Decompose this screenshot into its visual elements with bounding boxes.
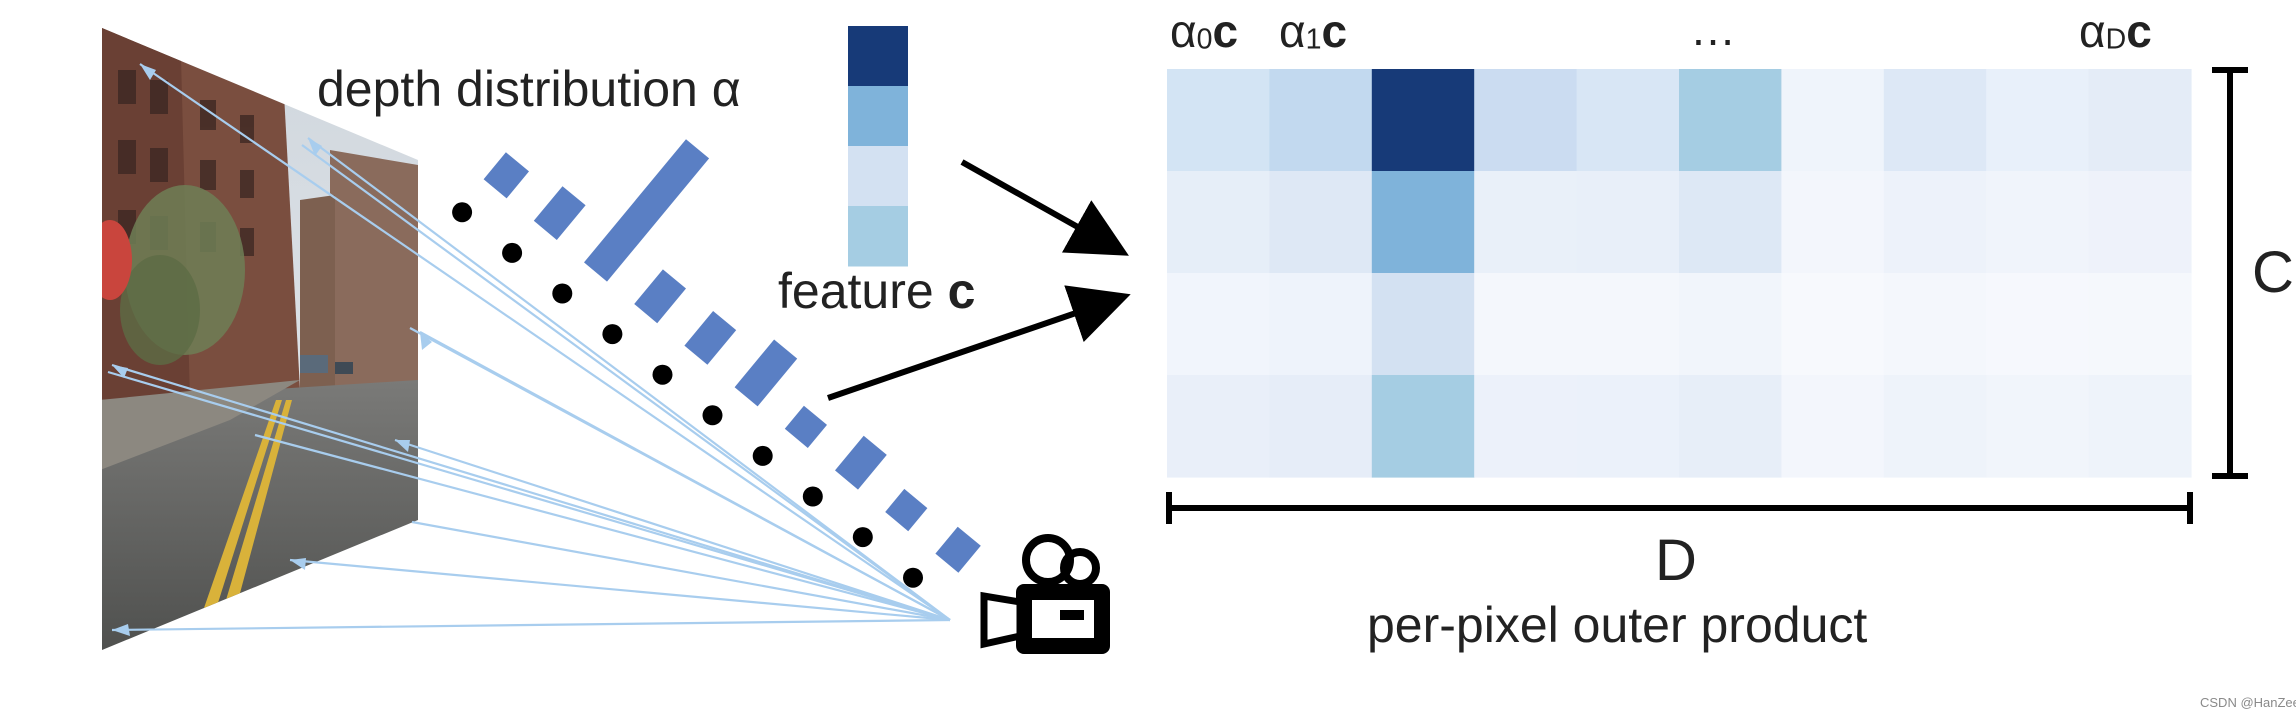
- grid-cell: [1986, 375, 2090, 478]
- depth-bar: [835, 435, 887, 490]
- grid-cell: [1986, 69, 2090, 172]
- depth-sample-dot: [502, 242, 523, 263]
- arrow-depth-to-product: [960, 159, 1129, 256]
- alpha-d-subscript: D: [2105, 23, 2127, 56]
- feature-vector-cell: [848, 206, 908, 267]
- depth-sample-dot: [802, 486, 823, 507]
- grid-cell: [1781, 69, 1885, 172]
- grid-cell: [1474, 375, 1578, 478]
- c-dimension-bracket: [2212, 67, 2248, 479]
- depth-sample-dot: [702, 405, 723, 426]
- grid-cell: [1371, 273, 1475, 376]
- grid-cell: [1679, 375, 1782, 478]
- arrow-feature-to-product: [827, 285, 1131, 401]
- grid-cell: [1474, 171, 1578, 274]
- grid-cell: [2088, 171, 2192, 274]
- grid-cell: [1883, 273, 1987, 376]
- grid-cell: [2088, 69, 2192, 172]
- depth-bar: [533, 186, 586, 240]
- grid-cell: [1986, 273, 2090, 376]
- depth-bar: [483, 152, 529, 199]
- alpha-d-c-label: αDc: [2079, 8, 2152, 54]
- ray-arrowheads: [112, 64, 432, 636]
- alpha-0-c: c: [1212, 5, 1239, 57]
- grid-cell: [1883, 69, 1987, 172]
- grid-cell: [1883, 375, 1987, 478]
- feature-vector-cell: [848, 26, 908, 87]
- depth-distribution-bars: [483, 139, 981, 573]
- d-dimension-bracket: [1166, 492, 2193, 524]
- alpha-1-subscript: 1: [1305, 23, 1322, 56]
- grid-cell: [1269, 273, 1373, 376]
- grid-cell: [2088, 375, 2192, 478]
- grid-cell: [1371, 69, 1475, 172]
- outer-product-label: per-pixel outer product: [1367, 597, 1868, 653]
- depth-sample-dot: [452, 202, 473, 223]
- grid-cell: [1167, 69, 1270, 172]
- depth-bar: [634, 269, 686, 324]
- outer-product-grid: [1167, 69, 2192, 478]
- grid-cell: [1883, 171, 1987, 274]
- c-axis-label: C: [2252, 240, 2294, 305]
- watermark: CSDN @HanZee: [2200, 695, 2296, 710]
- grid-cell: [1269, 171, 1373, 274]
- alpha-d-c: c: [2126, 5, 2152, 57]
- video-camera-icon: [980, 534, 1110, 654]
- feature-vector-cell: [848, 146, 908, 207]
- alpha-0-c-label: α0c: [1170, 8, 1238, 54]
- feature-vector: [848, 26, 908, 267]
- grid-cell: [1781, 171, 1885, 274]
- grid-cell: [1474, 69, 1578, 172]
- grid-cell: [1371, 171, 1475, 274]
- grid-cell: [1679, 171, 1782, 274]
- feature-label-text: feature: [778, 263, 948, 319]
- grid-cell: [1167, 171, 1270, 274]
- grid-cell: [1781, 375, 1885, 478]
- grid-cell: [1269, 375, 1373, 478]
- depth-sample-dot: [903, 567, 923, 588]
- grid-cell: [1576, 171, 1680, 274]
- ellipsis-label: …: [1690, 3, 1736, 55]
- depth-bar: [684, 311, 737, 365]
- alpha-1-c-label: α1c: [1279, 8, 1347, 54]
- alpha-1-c: c: [1321, 5, 1348, 57]
- camera-rays: [107, 63, 951, 632]
- grid-cell: [1679, 273, 1782, 376]
- depth-sample-dot: [552, 283, 573, 304]
- alpha-0-symbol: α: [1170, 5, 1197, 57]
- grid-cell: [1679, 69, 1782, 172]
- depth-sample-dot: [602, 324, 623, 345]
- grid-cell: [1474, 273, 1578, 376]
- alpha-0-subscript: 0: [1196, 23, 1213, 56]
- depth-sample-points: [452, 202, 923, 588]
- feature-symbol: c: [947, 263, 976, 319]
- grid-cell: [1371, 375, 1475, 478]
- depth-bar: [734, 339, 798, 407]
- grid-cell: [1986, 171, 2090, 274]
- grid-cell: [1167, 273, 1270, 376]
- alpha-d-symbol: α: [2079, 5, 2106, 57]
- depth-bar: [885, 488, 928, 532]
- grid-cell: [1576, 69, 1680, 172]
- alpha-1-symbol: α: [1279, 5, 1306, 57]
- feature-label: feature c: [778, 266, 975, 316]
- depth-sample-dot: [752, 445, 773, 466]
- depth-bar: [784, 405, 827, 448]
- d-axis-label: D: [1655, 528, 1697, 593]
- grid-cell: [1781, 273, 1885, 376]
- grid-cell: [1576, 273, 1680, 376]
- grid-cell: [1167, 375, 1270, 478]
- depth-sample-dot: [852, 527, 873, 548]
- depth-distribution-label: depth distribution α: [317, 61, 741, 117]
- grid-cell: [1269, 69, 1373, 172]
- grid-cell: [2088, 273, 2192, 376]
- depth-bar: [584, 139, 710, 282]
- grid-cell: [1576, 375, 1680, 478]
- depth-bar: [935, 526, 981, 573]
- depth-sample-dot: [652, 364, 673, 385]
- feature-vector-cell: [848, 86, 908, 147]
